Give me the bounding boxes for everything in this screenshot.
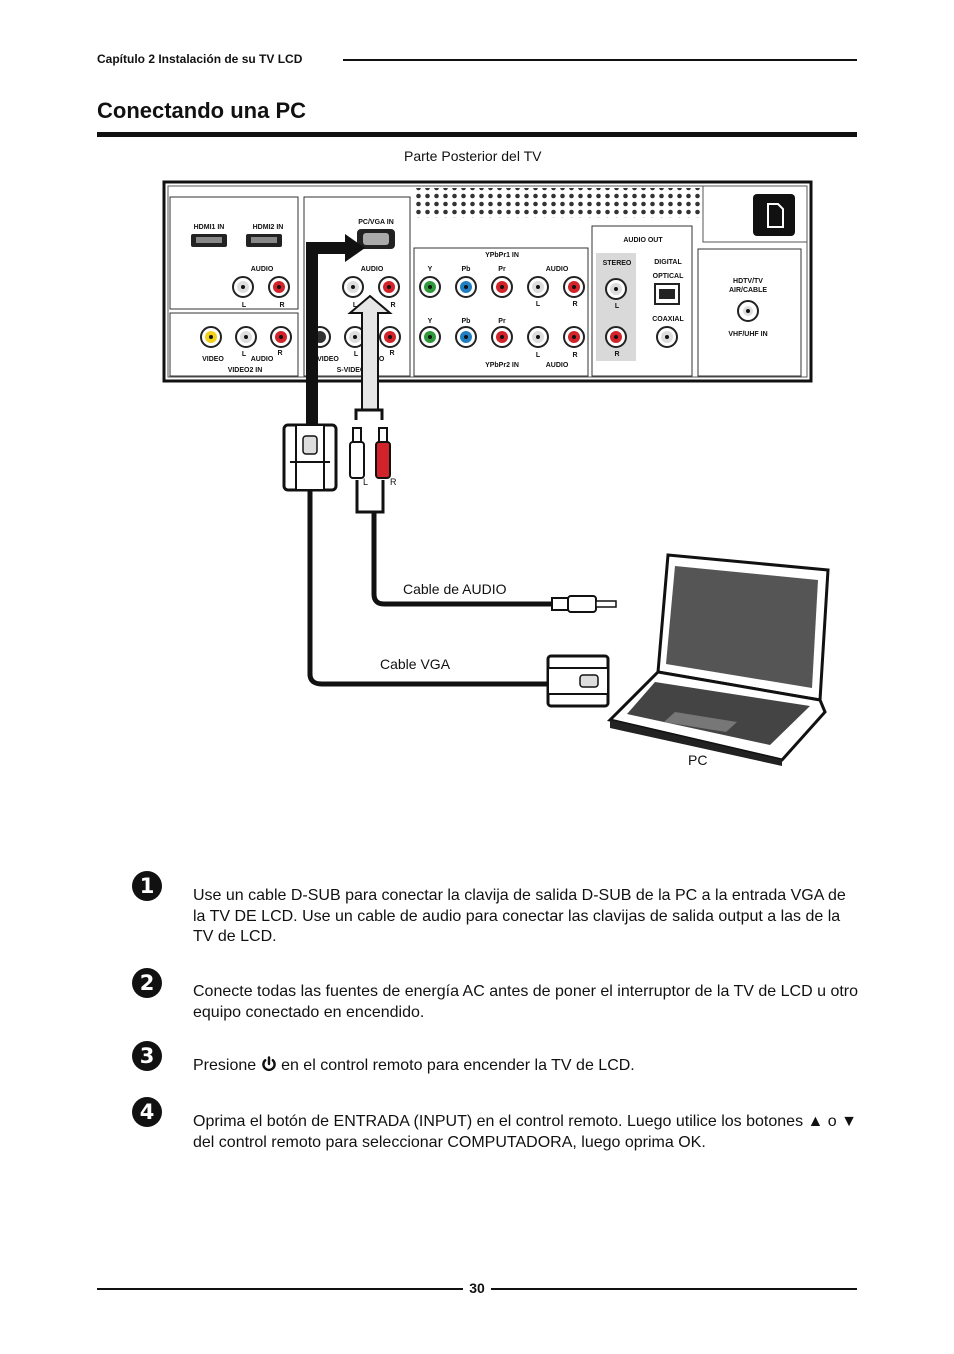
panel-label: Pr <box>498 318 506 325</box>
header-rule <box>343 59 857 61</box>
panel-label: VIDEO <box>202 356 224 363</box>
step-text: Conecte todas las fuentes de energía AC … <box>193 983 859 1021</box>
step-text: Oprima el botón de ENTRADA (INPUT) en el… <box>193 1113 857 1151</box>
step-number: 4 <box>132 1097 162 1127</box>
rca-plugs: L R <box>349 408 397 514</box>
panel-label: VIDEO <box>317 356 339 363</box>
panel-label: YPbPr2 IN <box>485 362 519 369</box>
panel-label: Y <box>428 318 433 325</box>
step-number: 1 <box>132 871 162 901</box>
plug-l-label: L <box>363 477 368 487</box>
panel-label: R <box>572 352 577 359</box>
panel-label: AUDIO <box>546 266 569 273</box>
panel-label: R <box>389 350 394 357</box>
step-text: Presione en el control remoto para encen… <box>193 1056 858 1077</box>
panel-label: PC/VGA IN <box>358 219 394 226</box>
step-number: 2 <box>132 968 162 998</box>
panel-label: VIDEO2 IN <box>228 367 263 374</box>
panel-label: L <box>536 352 541 359</box>
panel-label: L <box>242 302 247 309</box>
panel-label: YPbPr1 IN <box>485 252 519 259</box>
tv-back-panel <box>162 180 813 383</box>
panel-label: R <box>390 302 395 309</box>
panel-label: AUDIO <box>251 266 274 273</box>
audio-cable-label: Cable de AUDIO <box>403 581 507 597</box>
panel-label: L <box>536 301 541 308</box>
panel-label: STEREO <box>603 260 632 267</box>
audio-mini-jack <box>551 595 617 613</box>
page-number: 30 <box>469 1280 485 1296</box>
chapter-header: Capítulo 2 Instalación de su TV LCD <box>97 52 303 66</box>
panel-label: AUDIO <box>546 362 569 369</box>
panel-label: L <box>353 302 358 309</box>
panel-label: R <box>277 350 282 357</box>
panel-label: L <box>242 351 247 358</box>
panel-label: Y <box>428 266 433 273</box>
laptop-icon <box>607 553 830 766</box>
panel-label: Pb <box>462 266 471 273</box>
panel-label: L <box>354 351 359 358</box>
panel-label: AUDIO <box>251 356 274 363</box>
pc-label: PC <box>688 752 708 768</box>
panel-label: VHF/UHF IN <box>728 331 767 338</box>
panel-label: COAXIAL <box>652 316 684 323</box>
panel-labels: HDMI1 IN HDMI2 IN PC/VGA IN AUDIO AUDIO … <box>194 219 768 374</box>
power-icon <box>261 1056 276 1072</box>
panel-label: R <box>572 301 577 308</box>
vga-arrow <box>306 242 347 440</box>
panel-label: AUDIO <box>361 266 384 273</box>
connection-diagram: HDMI1 IN HDMI2 IN PC/VGA IN AUDIO AUDIO … <box>162 180 830 766</box>
section-title: Conectando una PC <box>97 98 307 123</box>
title-rule <box>97 132 857 137</box>
step-text-after: en el control remoto para encender la TV… <box>281 1057 635 1074</box>
step-text-before: Presione <box>193 1057 257 1074</box>
panel-label: R <box>279 302 284 309</box>
panel-label: AUDIO OUT <box>623 237 663 244</box>
panel-label: L <box>615 303 620 310</box>
step-text: Use un cable D-SUB para conectar la clav… <box>193 887 846 945</box>
step-number: 3 <box>132 1041 162 1071</box>
footer-rule-left <box>97 1288 463 1290</box>
vga-pc-plug <box>546 654 610 708</box>
footer-rule-right <box>491 1288 857 1290</box>
vga-cable-label: Cable VGA <box>380 656 451 672</box>
panel-label: HDTV/TV <box>733 278 763 285</box>
panel-label: DIGITAL <box>654 259 682 266</box>
audio-arrow <box>347 294 393 411</box>
panel-label: HDMI1 IN <box>194 224 225 231</box>
panel-label: AIR/CABLE <box>729 287 767 294</box>
panel-label: Pr <box>498 266 506 273</box>
panel-label: OPTICAL <box>653 273 684 280</box>
panel-label: S-VIDEO <box>337 367 366 374</box>
panel-label: R <box>614 351 619 358</box>
panel-label: Pb <box>462 318 471 325</box>
vga-plug <box>282 423 338 492</box>
plug-r-label: R <box>390 477 397 487</box>
tv-back-label: Parte Posterior del TV <box>404 148 542 164</box>
panel-label: HDMI2 IN <box>253 224 284 231</box>
